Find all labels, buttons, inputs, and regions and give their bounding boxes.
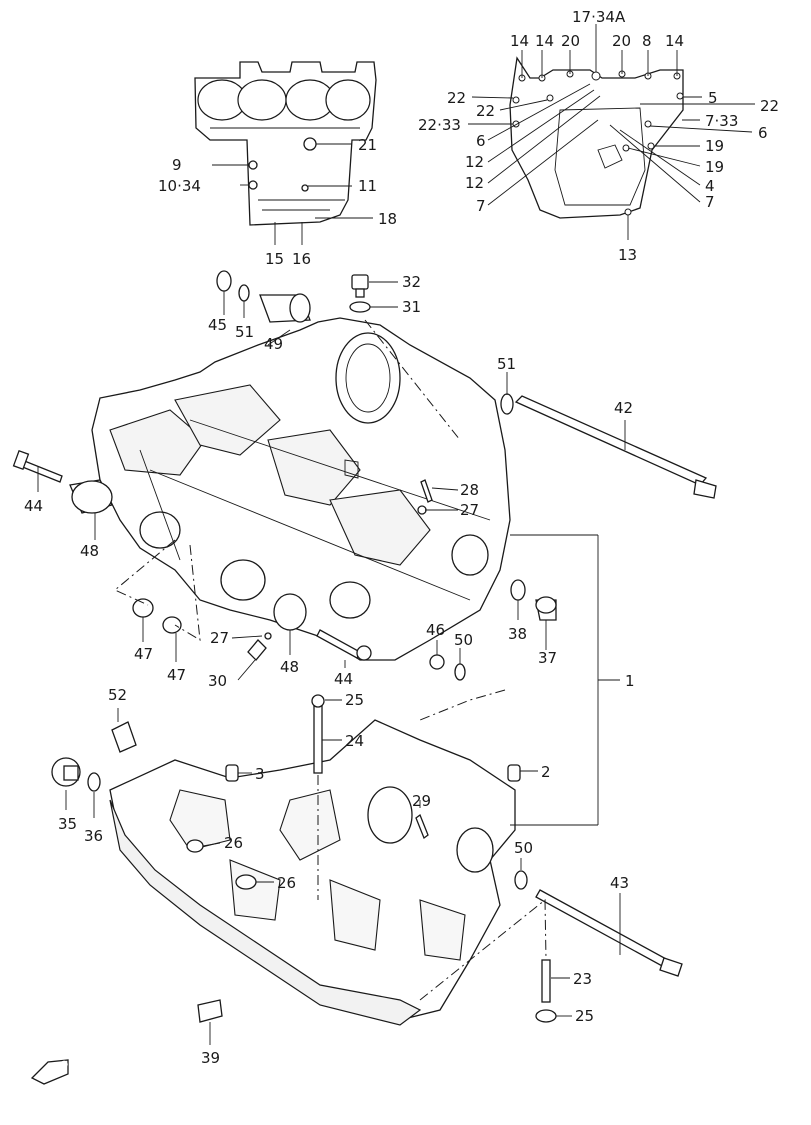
callout-24: 24 bbox=[345, 732, 364, 750]
callout-11: 11 bbox=[358, 177, 377, 195]
callout-48: 48 bbox=[80, 542, 99, 560]
callout-47: 47 bbox=[134, 645, 153, 663]
lower-case-detail bbox=[468, 24, 755, 240]
lower-crankcase bbox=[109, 719, 516, 1026]
callout-30: 30 bbox=[208, 672, 227, 690]
callout-23: 23 bbox=[573, 970, 592, 988]
callout-44: 44 bbox=[24, 497, 43, 515]
callout-43: 43 bbox=[610, 874, 629, 892]
callout-4: 4 bbox=[705, 177, 715, 195]
callout-21: 21 bbox=[358, 136, 377, 154]
callout-51: 51 bbox=[497, 355, 516, 373]
callout-22: 22 bbox=[760, 97, 779, 115]
callout-15: 15 bbox=[265, 250, 284, 268]
callout-38: 38 bbox=[508, 625, 527, 643]
callout-5: 5 bbox=[708, 89, 718, 107]
callout-50: 50 bbox=[454, 631, 473, 649]
callout-7-33: 7·33 bbox=[705, 112, 738, 130]
callout-49: 49 bbox=[264, 335, 283, 353]
callout-12: 12 bbox=[465, 153, 484, 171]
callout-labels: 17·34A 14 14 20 20 8 14 22 22 22·33 6 12… bbox=[24, 8, 779, 1081]
callout-52: 52 bbox=[108, 686, 127, 704]
callout-13: 13 bbox=[618, 246, 637, 264]
callout-36: 36 bbox=[84, 827, 103, 845]
callout-35: 35 bbox=[58, 815, 77, 833]
callout-19: 19 bbox=[705, 137, 724, 155]
upper-case-detail bbox=[194, 61, 377, 245]
callout-46: 46 bbox=[426, 621, 445, 639]
callout-9: 9 bbox=[172, 156, 182, 174]
callout-51: 51 bbox=[235, 323, 254, 341]
callout-37: 37 bbox=[538, 649, 557, 667]
callout-22-33: 22·33 bbox=[418, 116, 461, 134]
callout-45: 45 bbox=[208, 316, 227, 334]
callout-32: 32 bbox=[402, 273, 421, 291]
callout-7: 7 bbox=[705, 193, 715, 211]
callout-14: 14 bbox=[665, 32, 684, 50]
callout-14: 14 bbox=[535, 32, 554, 50]
small-parts bbox=[12, 270, 717, 1085]
alignment-lines bbox=[114, 319, 547, 1001]
callout-7: 7 bbox=[476, 197, 486, 215]
forward-arrow-icon bbox=[30, 1059, 69, 1085]
callout-29: 29 bbox=[412, 792, 431, 810]
callout-50: 50 bbox=[514, 839, 533, 857]
callout-42: 42 bbox=[614, 399, 633, 417]
callout-39: 39 bbox=[201, 1049, 220, 1067]
callout-1: 1 bbox=[625, 672, 635, 690]
callout-17-34a: 17·34A bbox=[572, 8, 626, 26]
callout-27: 27 bbox=[460, 501, 479, 519]
callout-6: 6 bbox=[476, 132, 486, 150]
callout-19: 19 bbox=[705, 158, 724, 176]
callout-8: 8 bbox=[642, 32, 652, 50]
callout-20: 20 bbox=[561, 32, 580, 50]
callout-3: 3 bbox=[255, 765, 265, 783]
callout-18: 18 bbox=[378, 210, 397, 228]
callout-31: 31 bbox=[402, 298, 421, 316]
callout-25: 25 bbox=[575, 1007, 594, 1025]
callout-22: 22 bbox=[476, 102, 495, 120]
callout-12: 12 bbox=[465, 174, 484, 192]
callout-48: 48 bbox=[280, 658, 299, 676]
leader-lines bbox=[37, 281, 626, 1045]
callout-47: 47 bbox=[167, 666, 186, 684]
callout-20: 20 bbox=[612, 32, 631, 50]
callout-2: 2 bbox=[541, 763, 551, 781]
callout-28: 28 bbox=[460, 481, 479, 499]
callout-10-34: 10·34 bbox=[158, 177, 201, 195]
callout-26: 26 bbox=[224, 834, 243, 852]
callout-16: 16 bbox=[292, 250, 311, 268]
callout-27: 27 bbox=[210, 629, 229, 647]
callout-6: 6 bbox=[758, 124, 768, 142]
callout-26: 26 bbox=[277, 874, 296, 892]
callout-25: 25 bbox=[345, 691, 364, 709]
callout-44: 44 bbox=[334, 670, 353, 688]
callout-14: 14 bbox=[510, 32, 529, 50]
callout-22: 22 bbox=[447, 89, 466, 107]
